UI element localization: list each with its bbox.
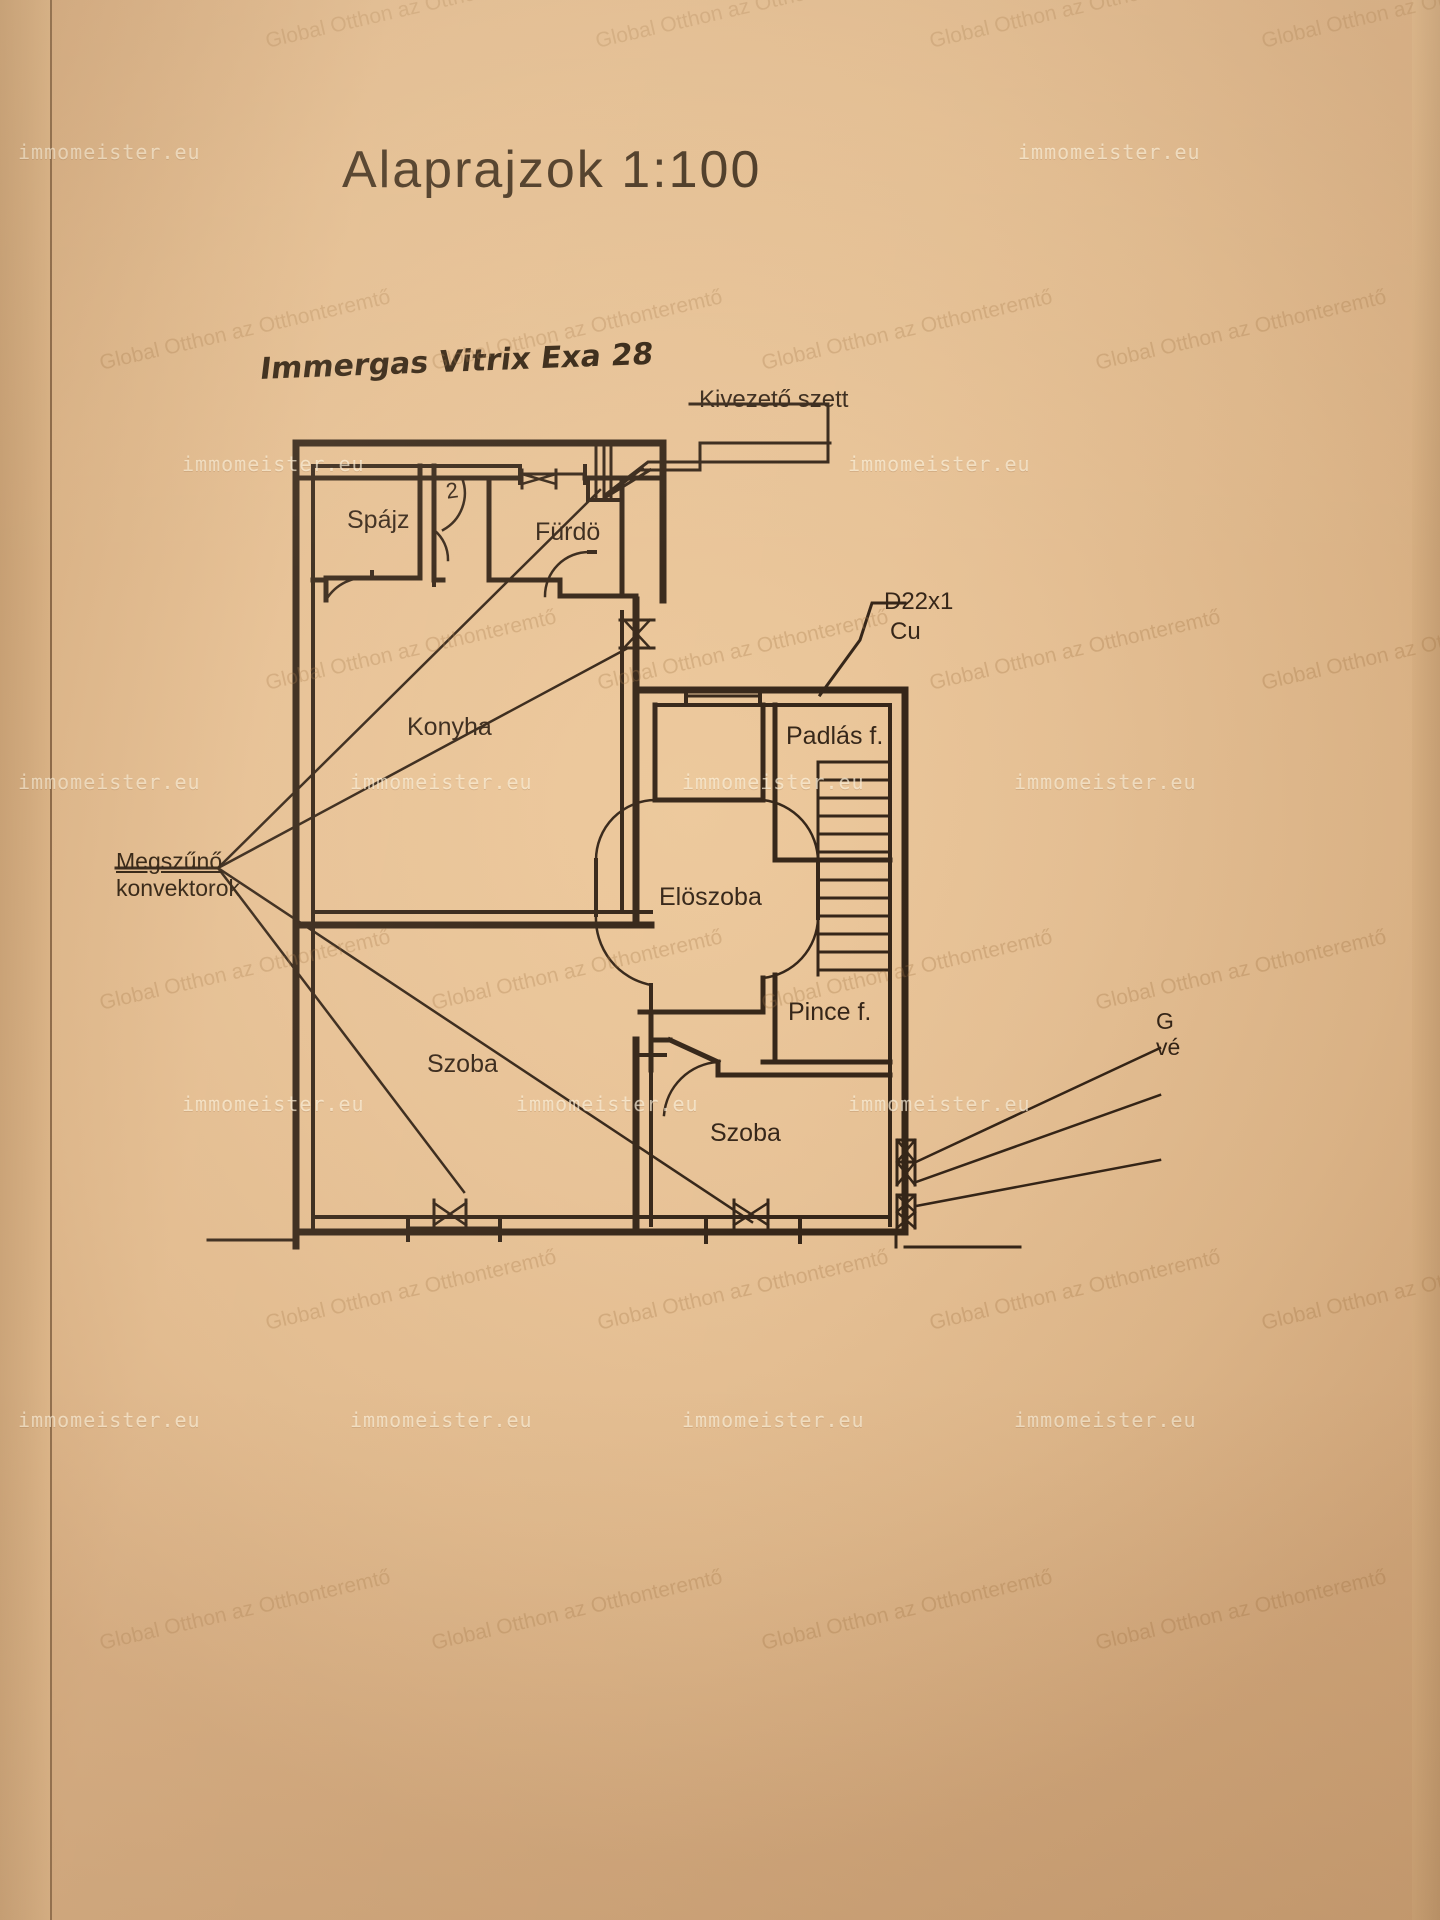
paper-left-edge — [0, 0, 52, 1920]
page-title: Alaprajzok 1:100 — [342, 141, 762, 199]
paper-right-edge — [1412, 0, 1440, 1920]
paper-left-crease — [50, 0, 52, 1920]
